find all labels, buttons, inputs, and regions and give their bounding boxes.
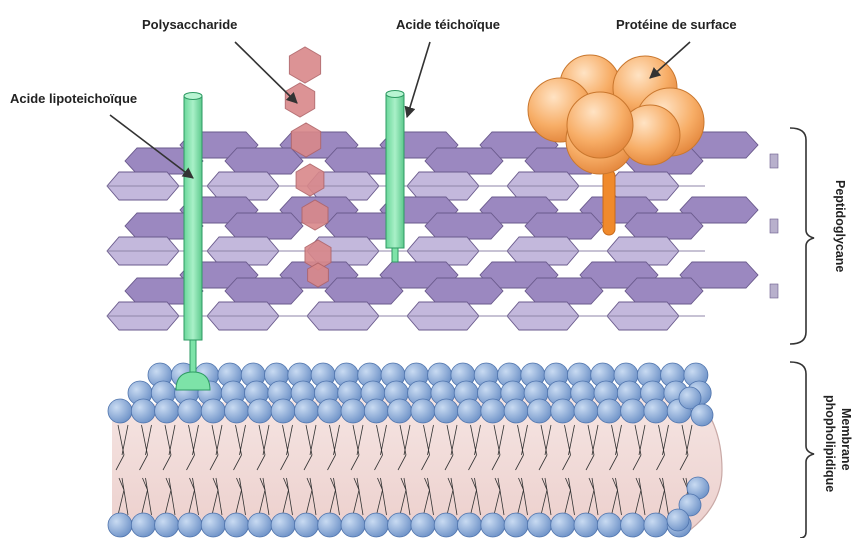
phospholipid-head	[574, 399, 598, 423]
phospholipid-head	[481, 399, 505, 423]
glycan-strand	[525, 278, 603, 304]
phospholipid-head	[667, 509, 689, 531]
glycan-strand	[425, 278, 503, 304]
protein-stalk	[603, 170, 615, 235]
phospholipid-head	[644, 399, 668, 423]
phospholipid-head	[481, 513, 505, 537]
lipoteichoic-anchor	[190, 340, 196, 375]
sugar-unit	[289, 47, 320, 83]
phospholipid-head	[318, 399, 342, 423]
label-phospholipidique: phopholipidique	[823, 395, 837, 492]
phospholipid-head	[458, 513, 482, 537]
phospholipid-head	[504, 513, 528, 537]
phospholipid-head	[271, 513, 295, 537]
arrow-polysaccharide	[235, 42, 297, 103]
arrow-teichoic	[407, 42, 430, 117]
phospholipid-head	[551, 399, 575, 423]
phospholipid-head	[271, 399, 295, 423]
phospholipid-head	[527, 399, 551, 423]
lipoteichoic-acid-rod	[184, 96, 202, 340]
phospholipid-head	[597, 513, 621, 537]
phospholipid-head	[364, 399, 388, 423]
label-polysaccharide: Polysaccharide	[142, 17, 237, 32]
phospholipid-head	[341, 513, 365, 537]
glycan-strand	[225, 278, 303, 304]
teichoic-acid-rod	[386, 94, 404, 248]
phospholipid-head	[294, 399, 318, 423]
glycan-strand	[225, 213, 303, 239]
phospholipid-head	[388, 513, 412, 537]
label-acide-lipoteichoique: Acide lipoteichoïque	[10, 91, 137, 106]
phospholipid-head	[108, 399, 132, 423]
phospholipid-head	[108, 513, 132, 537]
phospholipid-head	[364, 513, 388, 537]
peptide-bridge	[770, 284, 778, 298]
phospholipid-head	[178, 513, 202, 537]
phospholipid-head	[621, 513, 645, 537]
phospholipid-head	[225, 513, 249, 537]
phospholipid-head	[574, 513, 598, 537]
glycan-strand	[525, 213, 603, 239]
label-membrane: Membrane	[839, 408, 853, 471]
label-proteine-surface: Protéine de surface	[616, 17, 737, 32]
phospholipid-head	[131, 513, 155, 537]
phospholipid-head	[155, 513, 179, 537]
phospholipid-head	[201, 399, 225, 423]
phospholipid-head	[388, 399, 412, 423]
phospholipid-head	[691, 404, 713, 426]
phospholipid-head	[434, 399, 458, 423]
phospholipid-head	[248, 399, 272, 423]
protein-subunit	[567, 92, 633, 158]
sugar-unit	[285, 83, 314, 117]
peptidoglycan-mesh	[107, 132, 778, 330]
label-peptidoglycane: Peptidoglycane	[833, 180, 847, 272]
glycan-strand	[425, 148, 503, 174]
teichoic-acid-rod-cap	[386, 91, 404, 98]
phospholipid-head	[201, 513, 225, 537]
glycan-strand	[625, 278, 703, 304]
phospholipid-head	[178, 399, 202, 423]
glycan-strand	[625, 213, 703, 239]
phospholipid-head	[411, 399, 435, 423]
phospholipid-head	[551, 513, 575, 537]
teichoic-anchor	[392, 248, 398, 262]
lipoteichoic-acid-rod-cap	[184, 93, 202, 100]
phospholipid-head	[294, 513, 318, 537]
glycan-strand	[325, 278, 403, 304]
phospholipid-head	[458, 399, 482, 423]
bracket-peptidoglycane	[790, 128, 814, 344]
label-acide-teichoique: Acide téichoïque	[396, 17, 500, 32]
phospholipid-head	[131, 399, 155, 423]
phospholipid-head	[504, 399, 528, 423]
glycan-strand	[225, 148, 303, 174]
phospholipid-head	[434, 513, 458, 537]
phospholipid-head	[597, 399, 621, 423]
phospholipid-head	[644, 513, 668, 537]
phospholipid-head	[248, 513, 272, 537]
glycan-strand	[425, 213, 503, 239]
phospholipid-head	[527, 513, 551, 537]
phospholipid-head	[155, 399, 179, 423]
phospholipid-head	[225, 399, 249, 423]
peptide-bridge	[770, 154, 778, 168]
phospholipid-head	[341, 399, 365, 423]
phospholipid-head	[318, 513, 342, 537]
peptide-bridge	[770, 219, 778, 233]
bracket-membrane	[790, 362, 814, 538]
phospholipid-head	[621, 399, 645, 423]
phospholipid-head	[411, 513, 435, 537]
